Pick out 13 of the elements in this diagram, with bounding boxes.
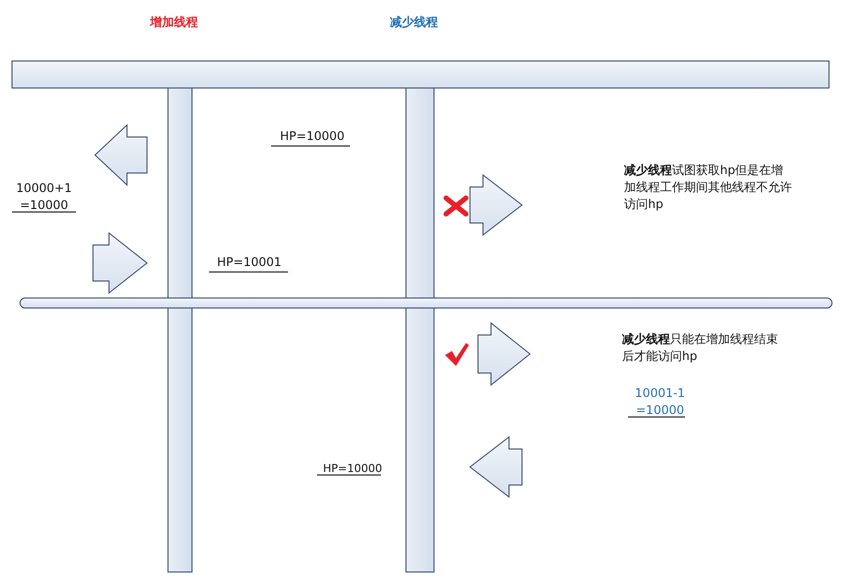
- calculation-text: 10001-1 =10000: [634, 385, 686, 419]
- thread-bar: [406, 88, 434, 572]
- note-text: 减少线程试图获取hp但是在增加线程工作期间其他线程不允许访问hp: [624, 162, 793, 213]
- value-label: HP=10000: [280, 128, 346, 145]
- value-label: HP=10001: [217, 254, 282, 271]
- note-text: 减少线程只能在增加线程结束后才能访问hp: [622, 331, 779, 365]
- calculation-text: 10000+1 =10000: [15, 180, 73, 214]
- value-label: HP=10000: [323, 461, 384, 477]
- column-heading: 减少线程: [390, 14, 439, 31]
- thread-bar: [168, 88, 192, 572]
- divider-bar: [20, 298, 832, 308]
- column-heading: 增加线程: [150, 14, 199, 31]
- time-bar: [12, 60, 830, 88]
